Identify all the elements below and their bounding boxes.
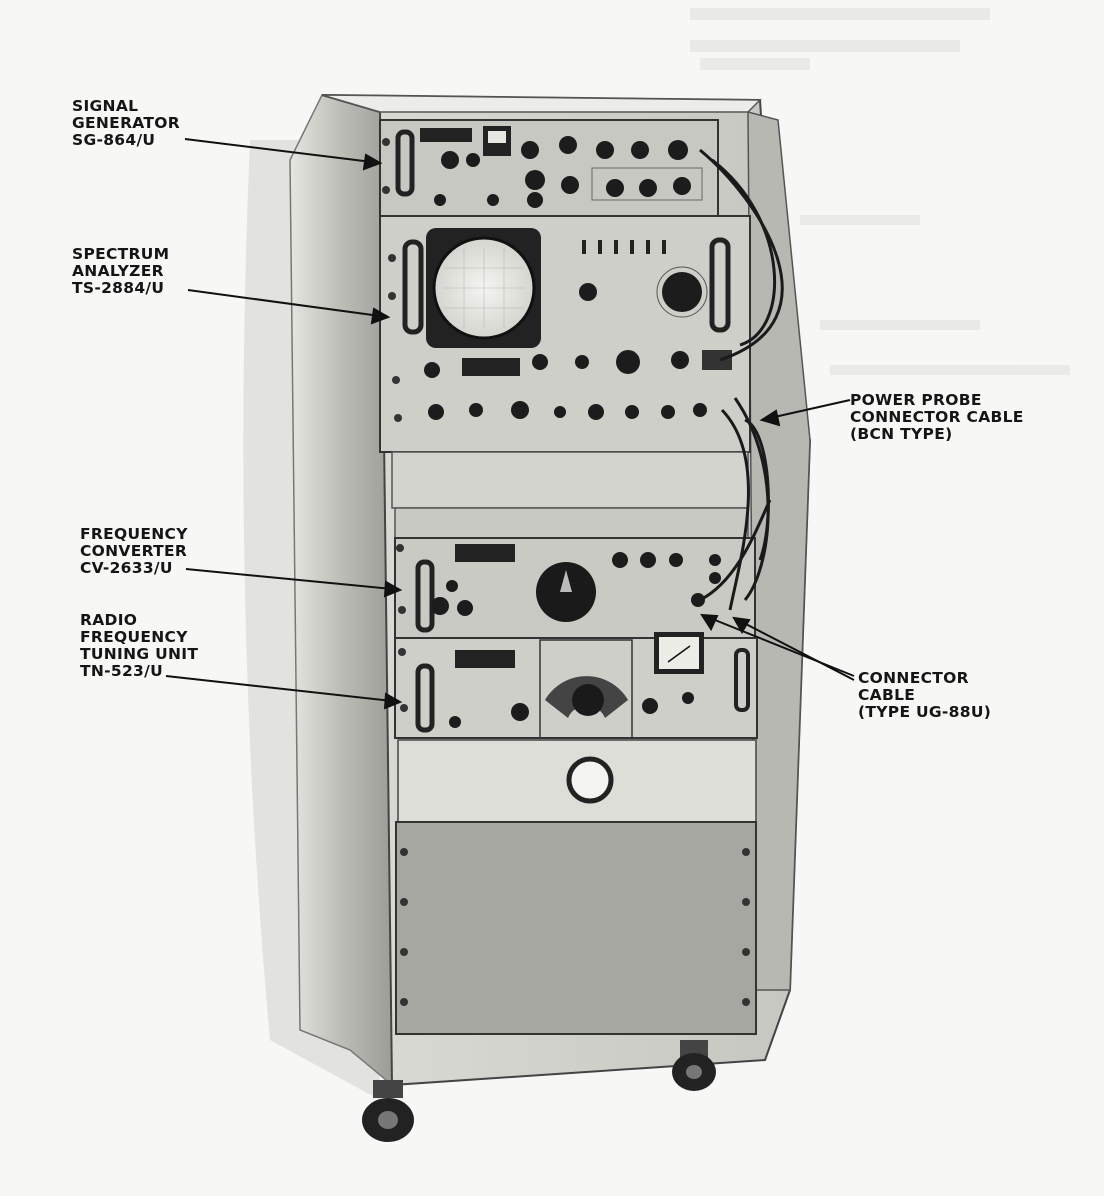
knob-icon (434, 136, 691, 208)
knob-icon (424, 272, 707, 420)
drawer-pull (566, 756, 614, 804)
signal-generator-panel (379, 119, 719, 217)
callout-power-probe-cable: POWER PROBE CONNECTOR CABLE (BCN TYPE) (850, 392, 1024, 443)
coaxial-cables (699, 148, 784, 611)
callout-line: SIGNAL (72, 97, 139, 115)
handle-icon (402, 239, 424, 335)
callout-signal-generator: SIGNAL GENERATOR SG-864/U (72, 98, 180, 149)
rf-tuning-unit-panel (394, 632, 758, 739)
spectrum-analyzer-panel (379, 215, 751, 453)
knob-icon (431, 552, 721, 616)
bleed-through-texture (690, 8, 1070, 375)
caster-wheel-icon (672, 1040, 716, 1091)
callout-model: SG-864/U (72, 131, 156, 149)
lower-blank-door (395, 821, 757, 1035)
knob-icon (449, 692, 694, 728)
callout-model: TN-523/U (80, 662, 163, 680)
callout-line: POWER PROBE (850, 391, 982, 409)
callout-line: RADIO (80, 611, 138, 629)
callout-spectrum-analyzer: SPECTRUM ANALYZER TS-2884/U (72, 246, 169, 297)
handle-icon (395, 129, 415, 197)
callout-line: GENERATOR (72, 114, 180, 132)
frequency-converter-panel (394, 537, 756, 639)
callout-line: FREQUENCY (80, 525, 188, 543)
callout-line: SPECTRUM (72, 245, 170, 263)
callout-line: CONNECTOR CABLE (850, 408, 1024, 426)
caster-wheel-icon (362, 1080, 414, 1142)
callout-model: (BCN TYPE) (850, 425, 953, 443)
callout-connector-cable: CONNECTOR CABLE (TYPE UG-88U) (858, 670, 991, 721)
callout-line: ANALYZER (72, 262, 164, 280)
callout-model: (TYPE UG-88U) (858, 703, 992, 721)
callout-model: CV-2633/U (80, 559, 173, 577)
handle-icon (709, 237, 731, 333)
callout-line: CABLE (858, 686, 916, 704)
cabinet-side-panel (289, 94, 393, 1087)
callout-line: CONVERTER (80, 542, 188, 560)
callout-line: TUNING UNIT (80, 645, 199, 663)
handle-icon (415, 663, 435, 733)
handle-icon (415, 559, 435, 633)
knob-icon (572, 684, 604, 716)
callout-model: TS-2884/U (72, 279, 165, 297)
toggle-switch-row (582, 240, 666, 254)
handle-icon (734, 648, 750, 712)
callout-rf-tuning-unit: RADIO FREQUENCY TUNING UNIT TN-523/U (80, 612, 198, 680)
callout-line: FREQUENCY (80, 628, 188, 646)
leader-lines (165, 138, 855, 710)
callout-line: CONNECTOR (858, 669, 969, 687)
callout-frequency-converter: FREQUENCY CONVERTER CV-2633/U (80, 526, 188, 577)
